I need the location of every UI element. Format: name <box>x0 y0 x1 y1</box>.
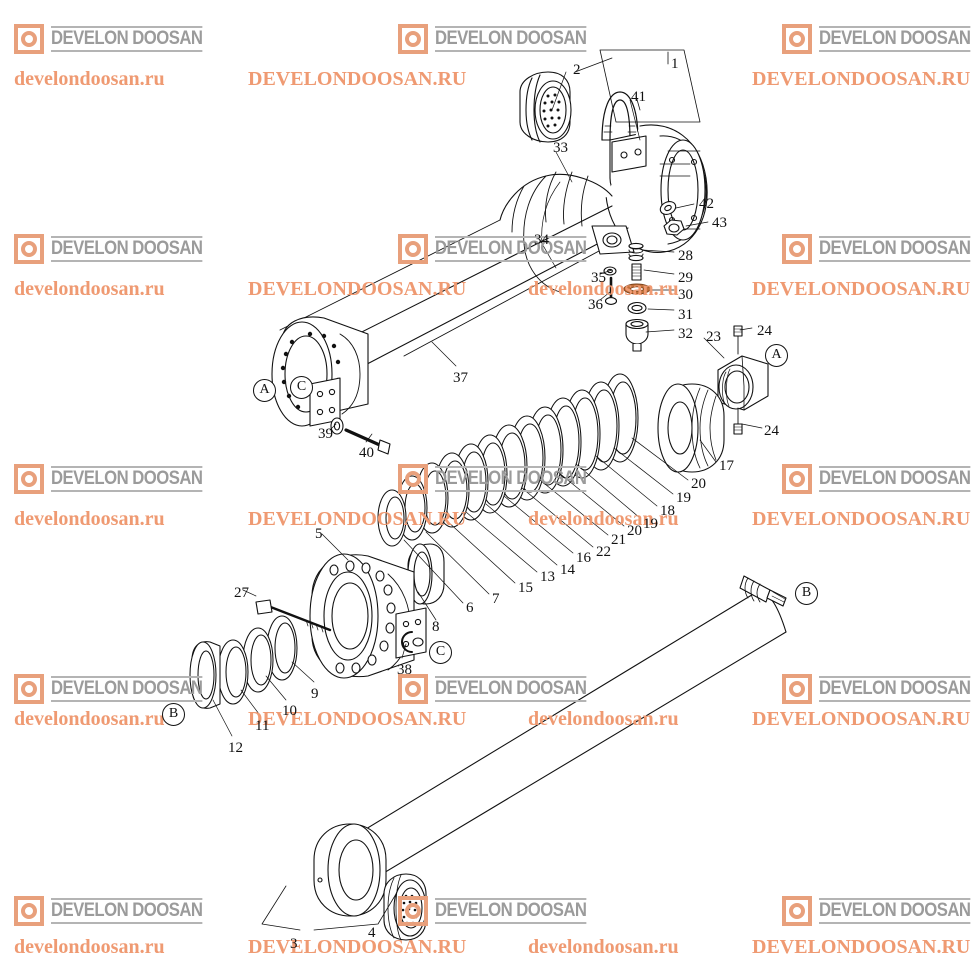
callout-leaders <box>212 71 763 737</box>
seal-ring-6 <box>377 489 407 547</box>
part-32-fitting <box>625 318 649 352</box>
seal-ring-12 <box>189 641 221 709</box>
part-17-piston <box>657 383 725 473</box>
part-5-gland-housing <box>309 553 427 679</box>
part-24-set-screw-top <box>733 325 743 355</box>
leader-lines-group <box>574 49 701 123</box>
small-parts-stack <box>603 242 651 352</box>
part-28-spring <box>628 242 644 262</box>
part-36-screw <box>604 276 618 305</box>
part-29-pin <box>631 263 642 281</box>
part-42-washer <box>659 201 677 215</box>
part-30-oring <box>623 283 651 295</box>
part-41-clip <box>601 91 639 141</box>
cylinder-tube-body <box>279 171 635 375</box>
lower-seal-stack <box>189 615 298 709</box>
part-23-hex-nut <box>717 355 769 411</box>
part-2-bushing <box>519 71 572 143</box>
part-43-nut <box>663 219 685 236</box>
cylinder-head-assembly <box>605 124 708 253</box>
seal-ring-9 <box>266 615 298 681</box>
seal-ring-11 <box>217 639 249 705</box>
seal-ring-stack <box>377 373 639 547</box>
seal-ring-10 <box>242 627 274 693</box>
part-40-bolt <box>344 428 391 455</box>
part-24-set-screw-bottom <box>733 407 743 435</box>
part-8-spacer <box>407 543 445 605</box>
part-39-washer <box>330 417 344 435</box>
part-38-snap-ring <box>401 631 413 653</box>
part-31-oring <box>627 301 647 315</box>
part-27-bolt <box>255 599 332 633</box>
tube-end-flange <box>271 316 369 427</box>
